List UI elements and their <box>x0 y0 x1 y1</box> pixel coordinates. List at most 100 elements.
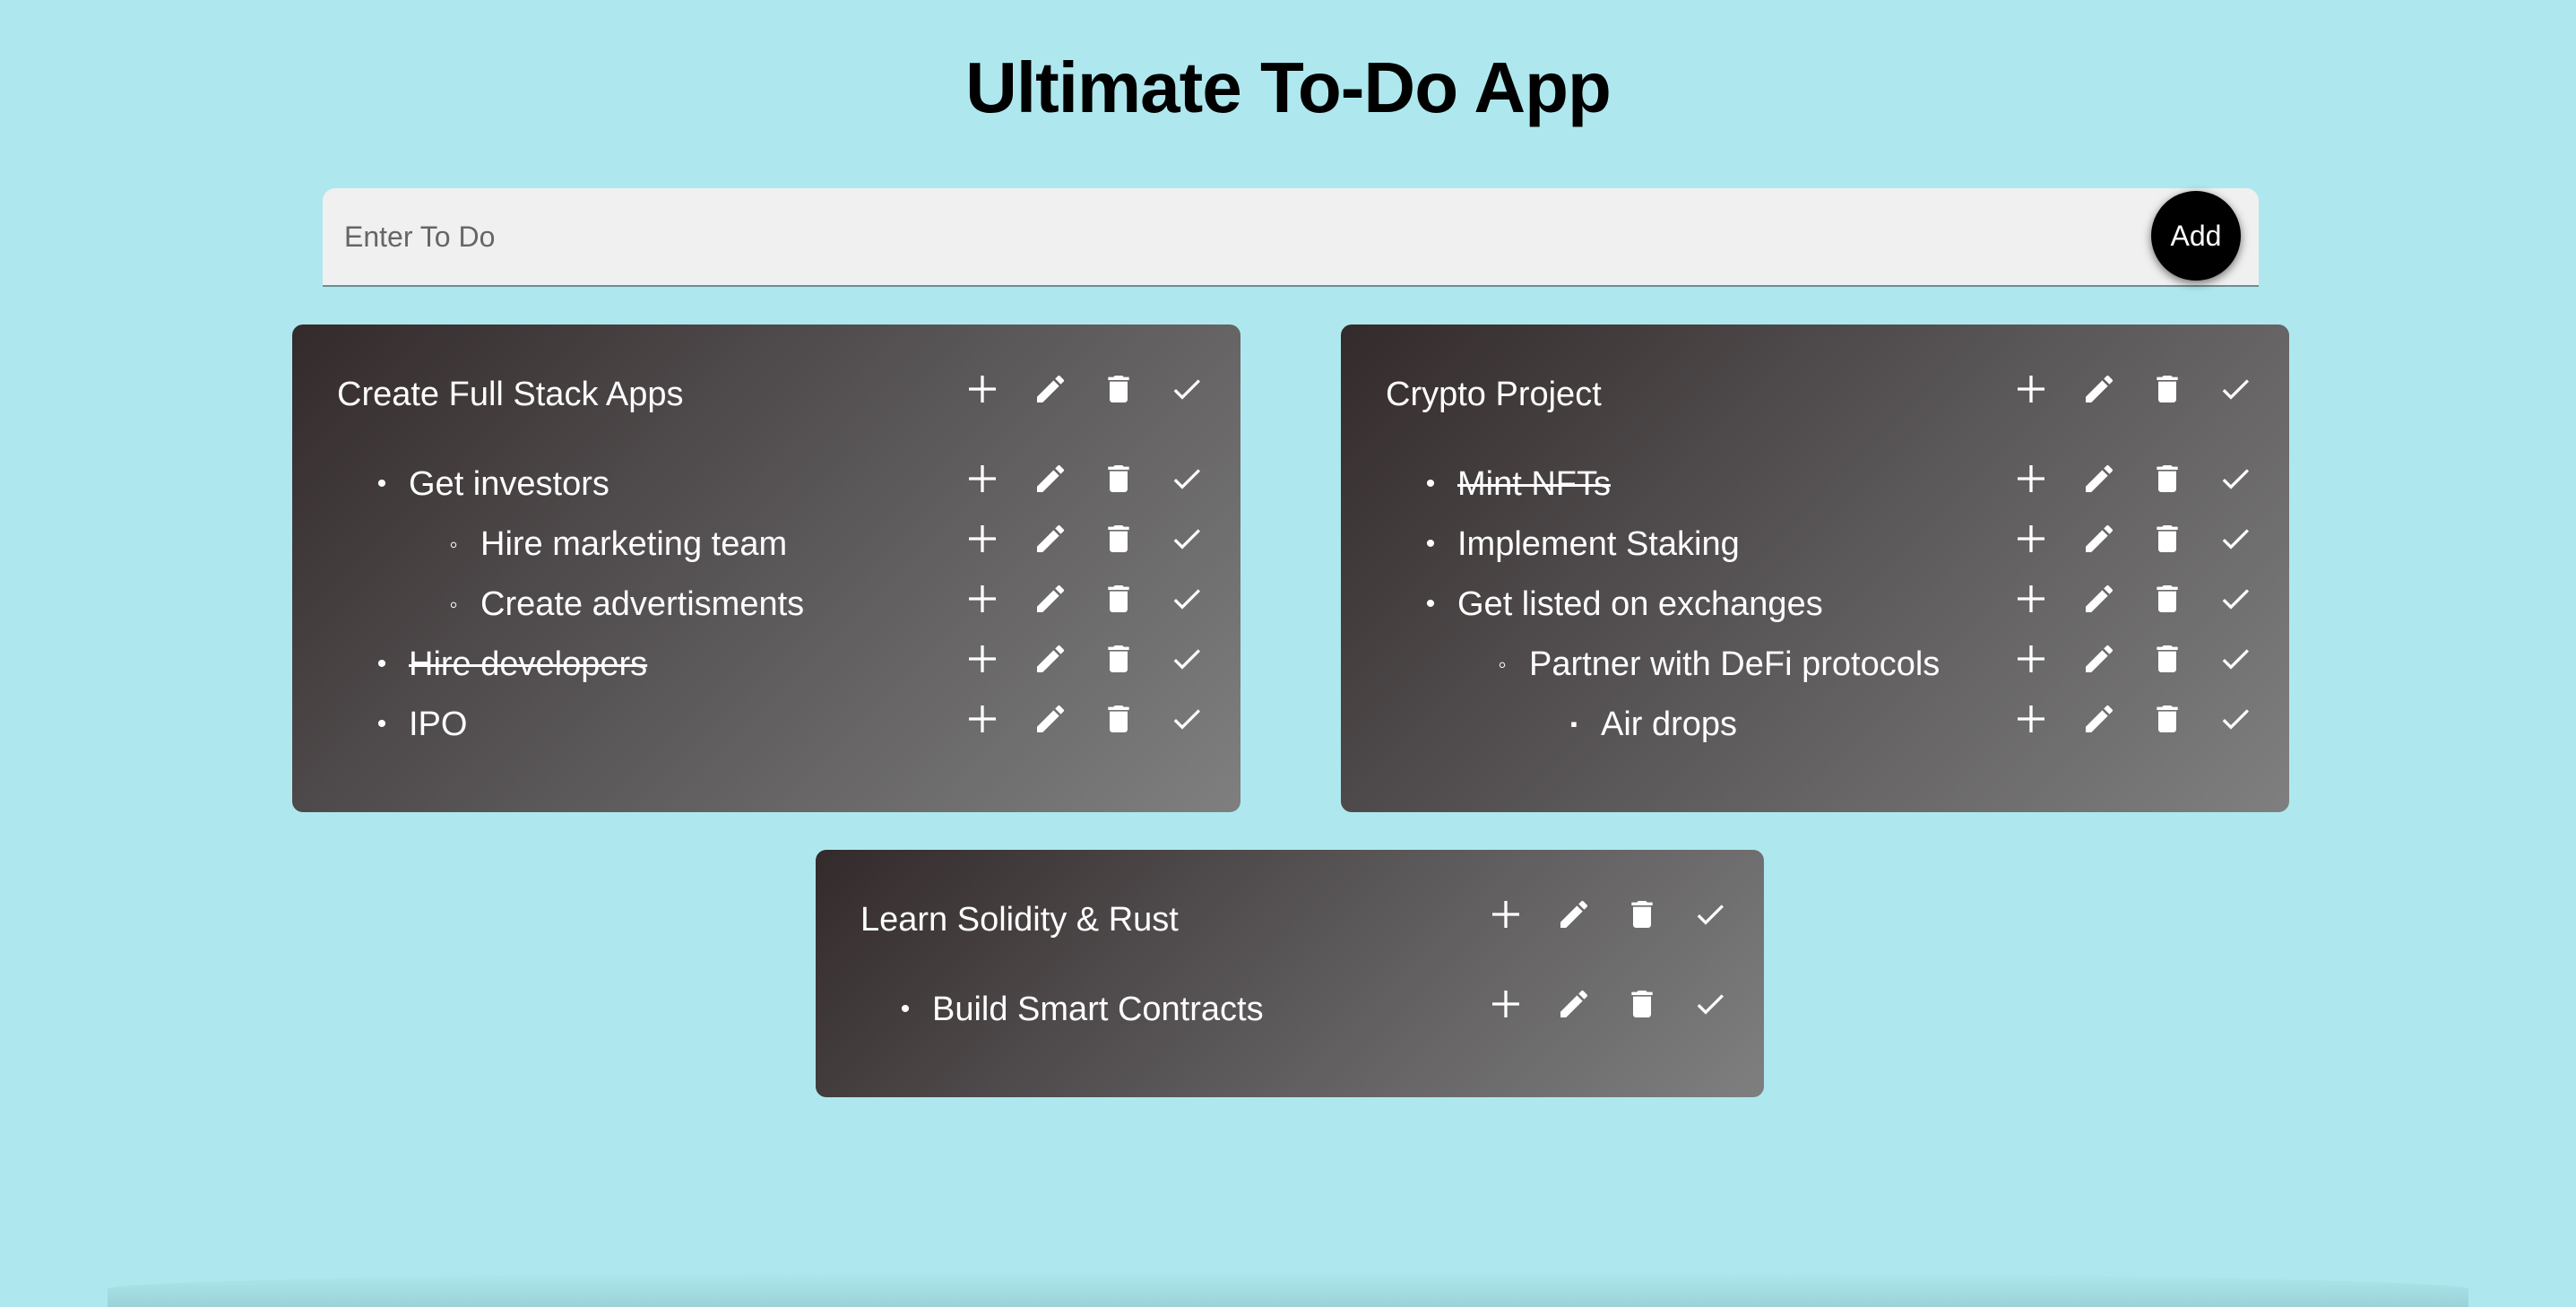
add-subtask-button[interactable] <box>2010 699 2053 742</box>
add-subtask-button[interactable] <box>961 699 1004 742</box>
check-icon <box>1169 641 1205 681</box>
trash-icon <box>2149 461 2185 501</box>
edit-button[interactable] <box>2078 519 2121 562</box>
delete-button[interactable] <box>1621 895 1664 938</box>
add-subtask-button[interactable] <box>961 579 1004 622</box>
edit-button[interactable] <box>2078 459 2121 502</box>
complete-button[interactable] <box>1165 519 1208 562</box>
complete-button[interactable] <box>1165 459 1208 502</box>
check-icon <box>2217 701 2253 741</box>
complete-button[interactable] <box>2214 699 2257 742</box>
edit-button[interactable] <box>1029 579 1072 622</box>
todo-item: ▪Air drops <box>1341 699 2289 759</box>
complete-button[interactable] <box>1689 984 1732 1027</box>
trash-icon <box>1101 701 1137 741</box>
item-actions <box>2010 366 2257 416</box>
complete-button[interactable] <box>2214 639 2257 682</box>
edit-button[interactable] <box>1552 895 1595 938</box>
trash-icon <box>1624 986 1660 1026</box>
edit-button[interactable] <box>2078 699 2121 742</box>
add-subtask-button[interactable] <box>2010 639 2053 682</box>
edit-button[interactable] <box>1029 369 1072 412</box>
delete-button[interactable] <box>1097 459 1140 502</box>
edit-button[interactable] <box>2078 369 2121 412</box>
edit-button[interactable] <box>1552 984 1595 1027</box>
complete-button[interactable] <box>1165 699 1208 742</box>
edit-button[interactable] <box>1029 699 1072 742</box>
delete-button[interactable] <box>2146 369 2189 412</box>
complete-button[interactable] <box>1165 639 1208 682</box>
add-subtask-button[interactable] <box>2010 369 2053 412</box>
add-subtask-button[interactable] <box>2010 459 2053 502</box>
todo-item-label: Build Smart Contracts <box>932 991 1264 1028</box>
todo-item: •Build Smart Contracts <box>816 984 1764 1044</box>
plus-icon <box>964 521 1000 561</box>
delete-button[interactable] <box>2146 459 2189 502</box>
edit-button[interactable] <box>1029 639 1072 682</box>
item-actions <box>961 636 1208 686</box>
pencil-icon <box>1033 521 1068 561</box>
add-subtask-button[interactable] <box>2010 519 2053 562</box>
delete-button[interactable] <box>1097 579 1140 622</box>
delete-button[interactable] <box>2146 579 2189 622</box>
item-actions <box>2010 515 2257 566</box>
add-subtask-button[interactable] <box>961 459 1004 502</box>
add-subtask-button[interactable] <box>1484 984 1527 1027</box>
complete-button[interactable] <box>2214 369 2257 412</box>
plus-icon <box>1488 896 1524 937</box>
edit-button[interactable] <box>1029 459 1072 502</box>
delete-button[interactable] <box>1097 639 1140 682</box>
delete-button[interactable] <box>1097 369 1140 412</box>
todo-item-label: IPO <box>409 705 468 743</box>
check-icon <box>1169 461 1205 501</box>
delete-button[interactable] <box>2146 639 2189 682</box>
complete-button[interactable] <box>2214 579 2257 622</box>
pencil-icon <box>1556 986 1592 1026</box>
complete-button[interactable] <box>1689 895 1732 938</box>
bullet-marker: ◦ <box>449 591 458 618</box>
plus-icon <box>2013 641 2049 681</box>
pencil-icon <box>1033 581 1068 621</box>
app-title: Ultimate To-Do App <box>965 48 1612 127</box>
pencil-icon <box>1033 371 1068 411</box>
card-title: Learn Solidity & Rust <box>860 901 1179 939</box>
delete-button[interactable] <box>1621 984 1664 1027</box>
todo-card: Learn Solidity & Rust •Build Smart Contra… <box>816 850 1764 1097</box>
complete-button[interactable] <box>2214 519 2257 562</box>
item-actions <box>2010 696 2257 746</box>
check-icon <box>2217 641 2253 681</box>
delete-button[interactable] <box>1097 519 1140 562</box>
todo-input[interactable] <box>344 188 2137 285</box>
todo-item: • IPO <box>292 699 1240 759</box>
todo-item-label: Hire marketing team <box>480 525 788 563</box>
todo-item: ◦ Hire marketing team <box>292 519 1240 579</box>
todo-item-label: Implement Staking <box>1457 525 1740 563</box>
trash-icon <box>1101 641 1137 681</box>
item-actions <box>961 455 1208 506</box>
delete-button[interactable] <box>2146 519 2189 562</box>
edit-button[interactable] <box>1029 519 1072 562</box>
trash-icon <box>1101 581 1137 621</box>
add-subtask-button[interactable] <box>961 639 1004 682</box>
todo-item-label: Mint NFTs <box>1457 465 1611 503</box>
add-subtask-button[interactable] <box>2010 579 2053 622</box>
edit-button[interactable] <box>2078 579 2121 622</box>
edit-button[interactable] <box>2078 639 2121 682</box>
plus-icon <box>2013 461 2049 501</box>
add-subtask-button[interactable] <box>961 369 1004 412</box>
complete-button[interactable] <box>1165 369 1208 412</box>
item-actions <box>2010 636 2257 686</box>
check-icon <box>2217 371 2253 411</box>
delete-button[interactable] <box>1097 699 1140 742</box>
add-subtask-button[interactable] <box>961 519 1004 562</box>
bullet-marker: ◦ <box>449 531 458 558</box>
plus-icon <box>2013 701 2049 741</box>
check-icon <box>2217 461 2253 501</box>
delete-button[interactable] <box>2146 699 2189 742</box>
bullet-marker: • <box>376 709 387 739</box>
add-subtask-button[interactable] <box>1484 895 1527 938</box>
complete-button[interactable] <box>1165 579 1208 622</box>
check-icon <box>1169 521 1205 561</box>
add-button[interactable]: Add <box>2151 191 2241 281</box>
complete-button[interactable] <box>2214 459 2257 502</box>
